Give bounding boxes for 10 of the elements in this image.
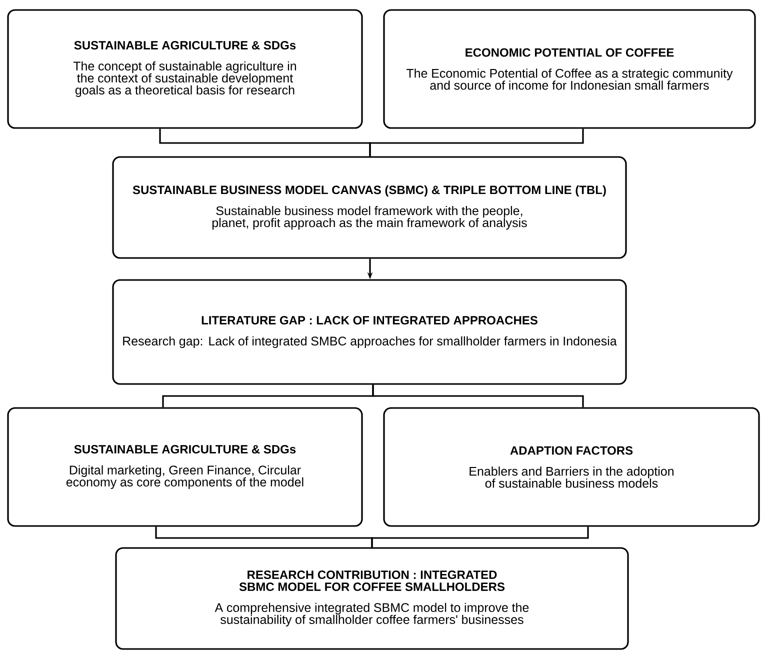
text-box: SUSTAINABLE AGRICULTURE & SDGs Digital marketing, Green Finance, Circular economy as core components of the model	[7, 407, 363, 527]
text-box: ADAPTION FACTORS Enablers and Barriers in the adoption of sustainable business models	[383, 407, 760, 527]
text-box: SUSTAINABLE AGRICULTURE & SDGs The concept of sustainable agriculture in the context of sustainable development goals as a theoretical basis for research	[7, 9, 363, 129]
text-box: LITERATURE GAP : LACK OF INTEGRATED APPROACHES Research gap: Lack of integrated SMBC approaches for smallholder farmers in Indonesia	[112, 279, 627, 385]
connector	[372, 384, 584, 408]
connector	[371, 526, 589, 548]
text-box: RESEARCH CONTRIBUTION : INTEGRATED SBMC MODEL FOR COFFEE SMALLHOLDERS A comprehensive integrated SBMC model to improve the sustainability of smallholder coffee farmers' businesses	[115, 547, 629, 650]
text-box: SUSTAINABLE BUSINESS MODEL CANVAS (SBMC) & TRIPLE BOTTOM LINE (TBL) Sustainable business model framework with the people, planet, profit approach as the main framework of analysis	[112, 156, 627, 259]
connector	[369, 128, 584, 156]
text-box: ECONOMIC POTENTIAL OF COFFEE The Economic Potential of Coffee as a strategic community and source of income for Indonesian small farmers	[383, 9, 756, 129]
